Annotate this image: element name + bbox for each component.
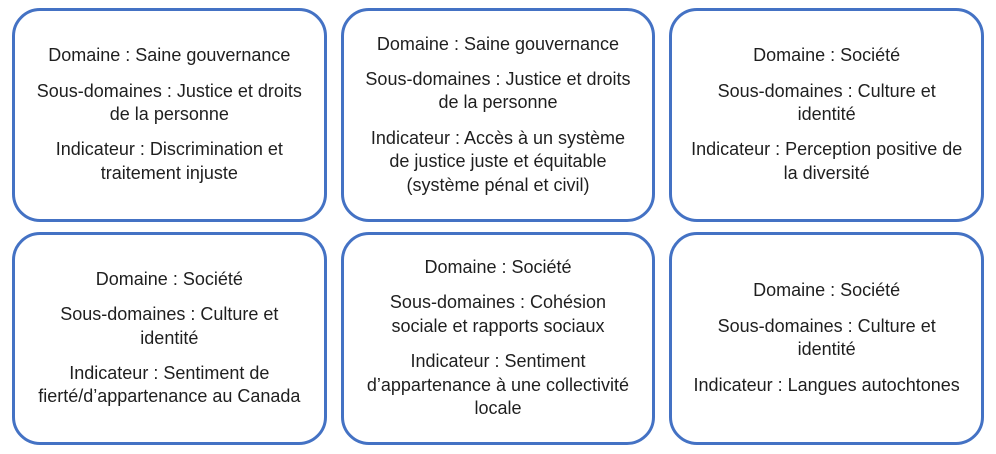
card-domain-text: Domaine : Société	[753, 45, 901, 66]
card-subdomain-text: Sous-domaines : Culture et identité	[717, 315, 936, 360]
indicator-card: Domaine : Société Sous-domaines : Cultur…	[669, 231, 984, 445]
card-indicator-text: Indicateur : Discrimination et traitemen…	[55, 139, 283, 183]
indicator-card: Domaine : Société Sous-domaines : Cultur…	[12, 231, 327, 445]
card-subdomain-text: Sous-domaines : Justice et droits de la …	[365, 68, 631, 113]
card-subdomain-text: Sous-domaines : Justice et droits de la …	[36, 80, 302, 125]
card-indicator-text: Indicateur : Sentiment d’appartenance à …	[366, 351, 630, 419]
card-indicator-text: Indicateur : Perception positive de la d…	[691, 139, 963, 183]
indicator-card: Domaine : Saine gouvernance Sous-domaine…	[340, 8, 656, 222]
card-domain-text: Domaine : Société	[753, 280, 901, 301]
indicator-card: Domaine : Société Sous-domaines : Cultur…	[669, 8, 984, 222]
card-indicator-text: Indicateur : Sentiment de fierté/d’appar…	[38, 362, 301, 407]
card-domain-text: Domaine : Saine gouvernance	[48, 45, 291, 66]
indicator-card: Domaine : Saine gouvernance Sous-domaine…	[12, 8, 327, 222]
card-domain-text: Domaine : Saine gouvernance	[376, 33, 620, 54]
card-subdomain-text: Sous-domaines : Cohésion sociale et rapp…	[389, 292, 607, 336]
card-subdomain-text: Sous-domaines : Culture et identité	[717, 80, 936, 125]
card-indicator-text: Indicateur : Langues autochtones	[693, 374, 960, 395]
card-indicator-text: Indicateur : Accès à un système de justi…	[370, 127, 626, 195]
card-subdomain-text: Sous-domaines : Culture et identité	[60, 304, 279, 348]
indicator-card: Domaine : Société Sous-domaines : Cohési…	[340, 231, 656, 445]
card-domain-text: Domaine : Société	[424, 257, 572, 278]
card-domain-text: Domaine : Société	[95, 268, 243, 289]
